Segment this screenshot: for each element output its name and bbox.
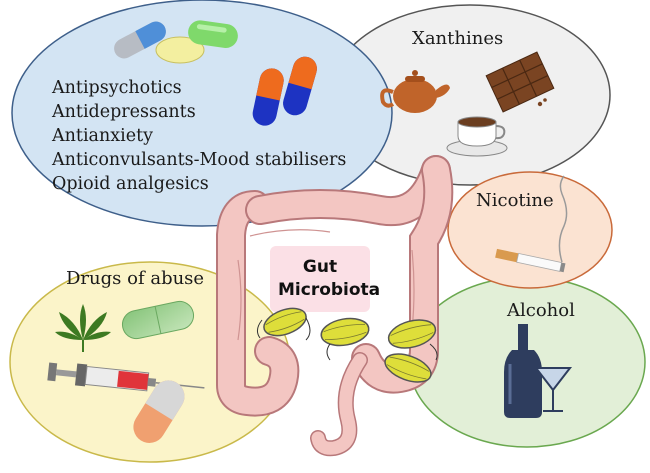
drugs-of-abuse-label: Drugs of abuse [66,268,205,289]
list-item: Anticonvulsants-Mood stabilisers [52,150,347,170]
list-item: Opioid analgesics [52,174,209,194]
capsule-icon [252,56,317,126]
nicotine-ellipse [447,171,613,289]
capsule-icon [133,380,185,443]
coffee-cup-icon [446,116,508,157]
psychotropics-list: Antipsychotics Antidepressants Antianxie… [52,76,346,196]
center-title-line2: Microbiota [278,280,381,300]
psychotropics-ellipse [11,0,393,227]
list-item: Antianxiety [52,126,153,146]
bacteria-icon [256,307,438,383]
xanthines-label: Xanthines [412,28,504,49]
cannabis-leaf-icon [55,304,111,352]
pills-icon [114,20,238,64]
nicotine-label: Nicotine [476,190,554,211]
colon-icon [216,155,454,457]
list-item: Antidepressants [52,102,196,122]
teapot-icon [380,70,450,113]
list-item: Antipsychotics [52,78,182,98]
syringe-icon [47,362,205,392]
alcohol-label: Alcohol [507,300,575,321]
chocolate-icon [485,51,555,113]
center-title: Gut Microbiota [278,256,381,302]
cigarette-icon [495,175,568,273]
cocktail-glass-icon [533,367,573,412]
center-title-line1: Gut [302,257,338,277]
wine-bottle-icon [504,324,542,418]
capsule-icon [121,300,195,340]
